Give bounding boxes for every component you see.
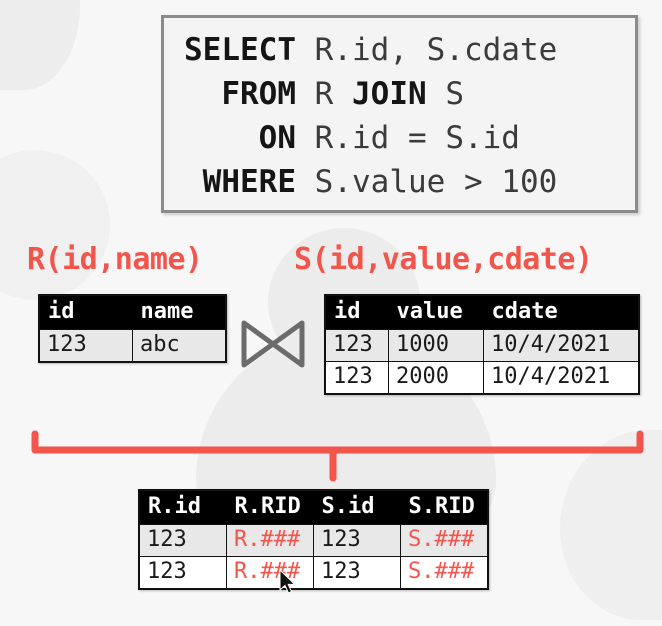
table-r: id name 123 abc: [38, 294, 227, 363]
table-result-col-s-rid: S.RID: [400, 490, 488, 525]
table-result-col-r-rid: R.RID: [226, 490, 314, 525]
table-row: 123 R.### 123 S.###: [138, 524, 489, 557]
watermark-left-blob: [0, 150, 110, 300]
sql-line-from: FROM R JOIN S: [164, 72, 635, 116]
sql-expr-from: R JOIN S: [296, 76, 464, 112]
table-row: 123 R.### 123 S.###: [138, 556, 489, 590]
table-s-cell-value: 1000: [388, 329, 484, 362]
table-s-col-id: id: [325, 295, 389, 330]
sql-expr-on-text: R.id = S.id: [314, 120, 520, 156]
table-s-cell-id: 123: [324, 329, 389, 362]
table-result-col-r-id: R.id: [139, 490, 227, 525]
table-result-cell-r-rid: R.###: [226, 556, 314, 590]
sql-expr-from-pre: R: [314, 76, 352, 112]
table-s-header-row: id value cdate: [325, 295, 639, 330]
table-r-col-name: name: [132, 295, 226, 330]
table-s-cell-id: 123: [324, 361, 389, 395]
sql-expr-where-text: S.value > 100: [314, 164, 558, 200]
sql-keyword-select: SELECT: [184, 32, 296, 68]
table-r-header-row: id name: [39, 295, 226, 330]
table-s-cell-value: 2000: [388, 361, 484, 395]
table-join-result: R.id R.RID S.id S.RID 123 R.### 123 S.##…: [138, 489, 489, 590]
table-row: 123 2000 10/4/2021: [324, 361, 640, 395]
table-result-cell-s-id: 123: [313, 524, 401, 557]
sql-keyword-join: JOIN: [352, 76, 427, 112]
table-s-cell-cdate: 10/4/2021: [483, 361, 640, 395]
sql-line-where: WHERE S.value > 100: [164, 160, 635, 204]
table-result-cell-s-rid: S.###: [400, 556, 489, 590]
table-r-cell-name: abc: [132, 329, 227, 363]
table-r-cell-id: 123: [38, 329, 133, 363]
table-s-col-value: value: [388, 295, 484, 330]
table-result-cell-r-id: 123: [138, 556, 227, 590]
sql-keyword-on: ON: [258, 120, 296, 156]
schema-label-s: S(id,value,cdate): [294, 242, 593, 277]
watermark-corner-shape: [0, 0, 80, 90]
table-row: 123 abc: [38, 329, 227, 363]
table-result-cell-r-id: 123: [138, 524, 227, 557]
table-result-header-row: R.id R.RID S.id S.RID: [139, 490, 488, 525]
sql-expr-select-text: R.id, S.cdate: [314, 32, 558, 68]
sql-expr-from-post: S: [426, 76, 464, 112]
sql-query-text: SELECT R.id, S.cdate FROM R JOIN S ON R.…: [164, 28, 635, 204]
table-s-col-cdate: cdate: [483, 295, 639, 330]
table-result-cell-s-id: 123: [313, 556, 401, 590]
join-bowtie-icon: [241, 320, 305, 368]
table-s: id value cdate 123 1000 10/4/2021 123 20…: [324, 294, 640, 395]
sql-line-on: ON R.id = S.id: [164, 116, 635, 160]
sql-keyword-from: FROM: [221, 76, 296, 112]
table-result-cell-s-rid: S.###: [400, 524, 489, 557]
result-bracket: [31, 430, 644, 482]
sql-expr-select: R.id, S.cdate: [296, 32, 558, 68]
table-result-cell-r-rid: R.###: [226, 524, 314, 557]
sql-expr-on: R.id = S.id: [296, 120, 520, 156]
table-r-col-id: id: [39, 295, 133, 330]
table-s-cell-cdate: 10/4/2021: [483, 329, 640, 362]
sql-expr-where: S.value > 100: [296, 164, 558, 200]
sql-line-select: SELECT R.id, S.cdate: [164, 28, 635, 72]
schema-label-r: R(id,name): [27, 242, 203, 277]
table-result-col-s-id: S.id: [313, 490, 401, 525]
table-row: 123 1000 10/4/2021: [324, 329, 640, 362]
sql-query-box: SELECT R.id, S.cdate FROM R JOIN S ON R.…: [161, 15, 638, 213]
sql-keyword-where: WHERE: [202, 164, 296, 200]
